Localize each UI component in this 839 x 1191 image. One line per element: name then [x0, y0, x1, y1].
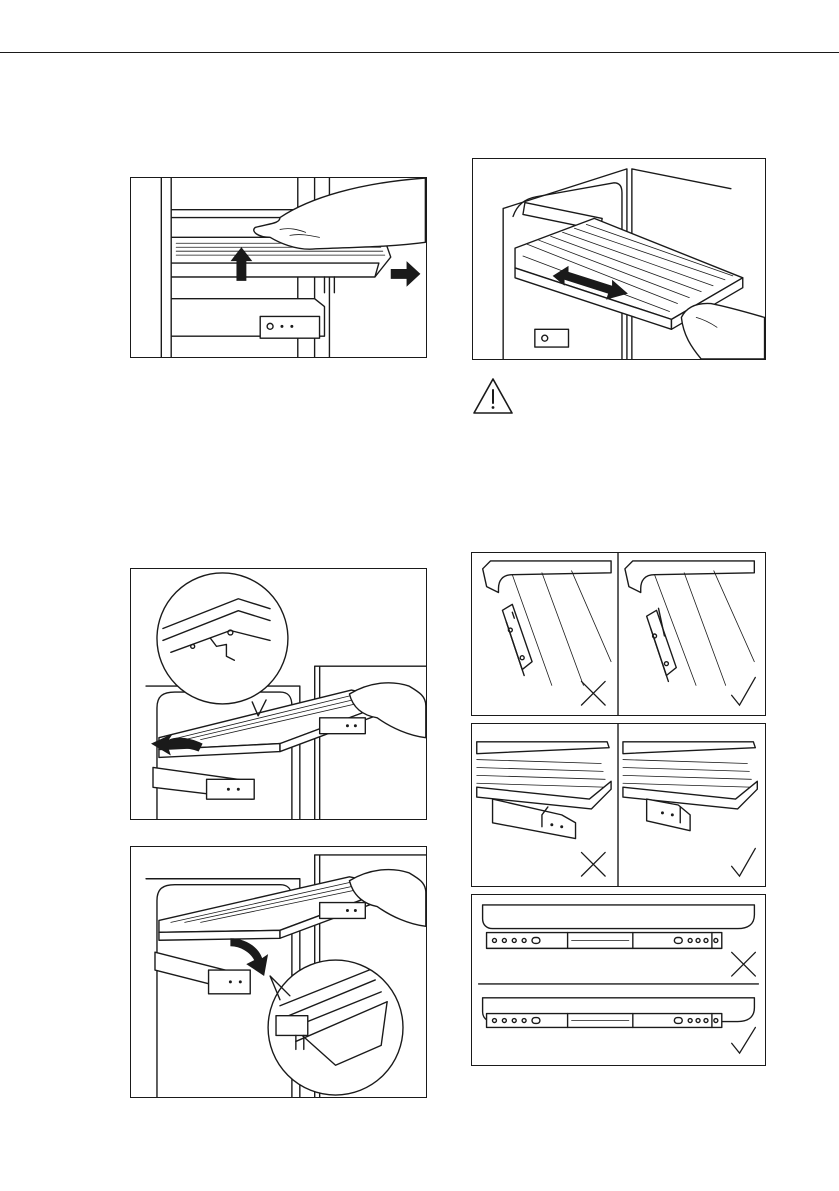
header-rule [0, 52, 839, 53]
figure-pull-out-shelf [130, 177, 427, 358]
check-icon [732, 677, 756, 705]
figure-slide-shelf [472, 158, 766, 360]
figure-check-rail-position [471, 723, 766, 887]
figure-check-rail-hook [471, 552, 766, 716]
warning-triangle-icon [471, 376, 515, 416]
cross-icon [732, 952, 756, 976]
check-icon [732, 1027, 756, 1053]
figure-tilt-shelf [130, 568, 427, 820]
cross-icon [581, 852, 605, 876]
arrow-right-icon [391, 261, 421, 287]
check-icon [732, 848, 756, 876]
cross-icon [581, 681, 605, 705]
figure-check-rail-alignment [471, 894, 766, 1066]
figure-lower-shelf [130, 846, 427, 1098]
